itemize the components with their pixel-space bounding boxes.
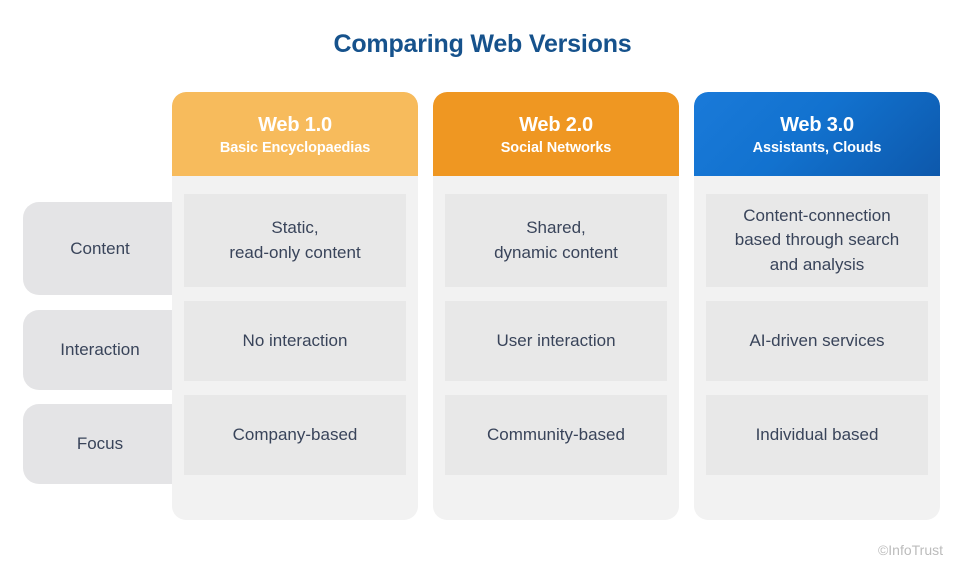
column-subtitle-label: Assistants, Clouds xyxy=(752,139,882,156)
cell-web1-interaction: No interaction xyxy=(184,301,406,381)
column-web-3: Web 3.0 Assistants, Clouds Content-conne… xyxy=(694,92,940,520)
column-version-label: Web 2.0 xyxy=(519,113,593,136)
cell-line: dynamic content xyxy=(494,242,618,262)
column-cells-web-3: Content-connection based through search … xyxy=(694,176,940,475)
cell-web2-focus: Community-based xyxy=(445,395,667,475)
column-header-web-3: Web 3.0 Assistants, Clouds xyxy=(694,92,940,176)
cell-web3-content: Content-connection based through search … xyxy=(706,194,928,287)
column-subtitle-label: Basic Encyclopaedias xyxy=(219,139,371,156)
column-web-2: Web 2.0 Social Networks Shared, dynamic … xyxy=(433,92,679,520)
column-version-label: Web 1.0 xyxy=(258,113,332,136)
cell-web3-focus: Individual based xyxy=(706,395,928,475)
column-version-label: Web 3.0 xyxy=(780,113,854,136)
cell-line: Static, xyxy=(271,217,319,237)
cell-line: read-only content xyxy=(229,242,361,262)
column-cells-web-1: Static, read-only content No interaction… xyxy=(172,176,418,475)
comparison-columns: Web 1.0 Basic Encyclopaedias Static, rea… xyxy=(172,92,944,520)
cell-web2-interaction: User interaction xyxy=(445,301,667,381)
cell-line: Shared, xyxy=(526,217,586,237)
cell-line: Content-connection xyxy=(743,205,891,225)
cell-web3-interaction: AI-driven services xyxy=(706,301,928,381)
cell-web1-content: Static, read-only content xyxy=(184,194,406,287)
column-header-web-2: Web 2.0 Social Networks xyxy=(433,92,679,176)
cell-web1-focus: Company-based xyxy=(184,395,406,475)
cell-line: based through search xyxy=(734,230,900,250)
column-cells-web-2: Shared, dynamic content User interaction… xyxy=(433,176,679,475)
page-title: Comparing Web Versions xyxy=(333,30,632,58)
cell-line: and analysis xyxy=(769,254,865,274)
column-header-web-1: Web 1.0 Basic Encyclopaedias xyxy=(172,92,418,176)
copyright-credit: ©InfoTrust xyxy=(877,542,943,558)
column-subtitle-label: Social Networks xyxy=(500,139,612,156)
column-web-1: Web 1.0 Basic Encyclopaedias Static, rea… xyxy=(172,92,418,520)
cell-web2-content: Shared, dynamic content xyxy=(445,194,667,287)
